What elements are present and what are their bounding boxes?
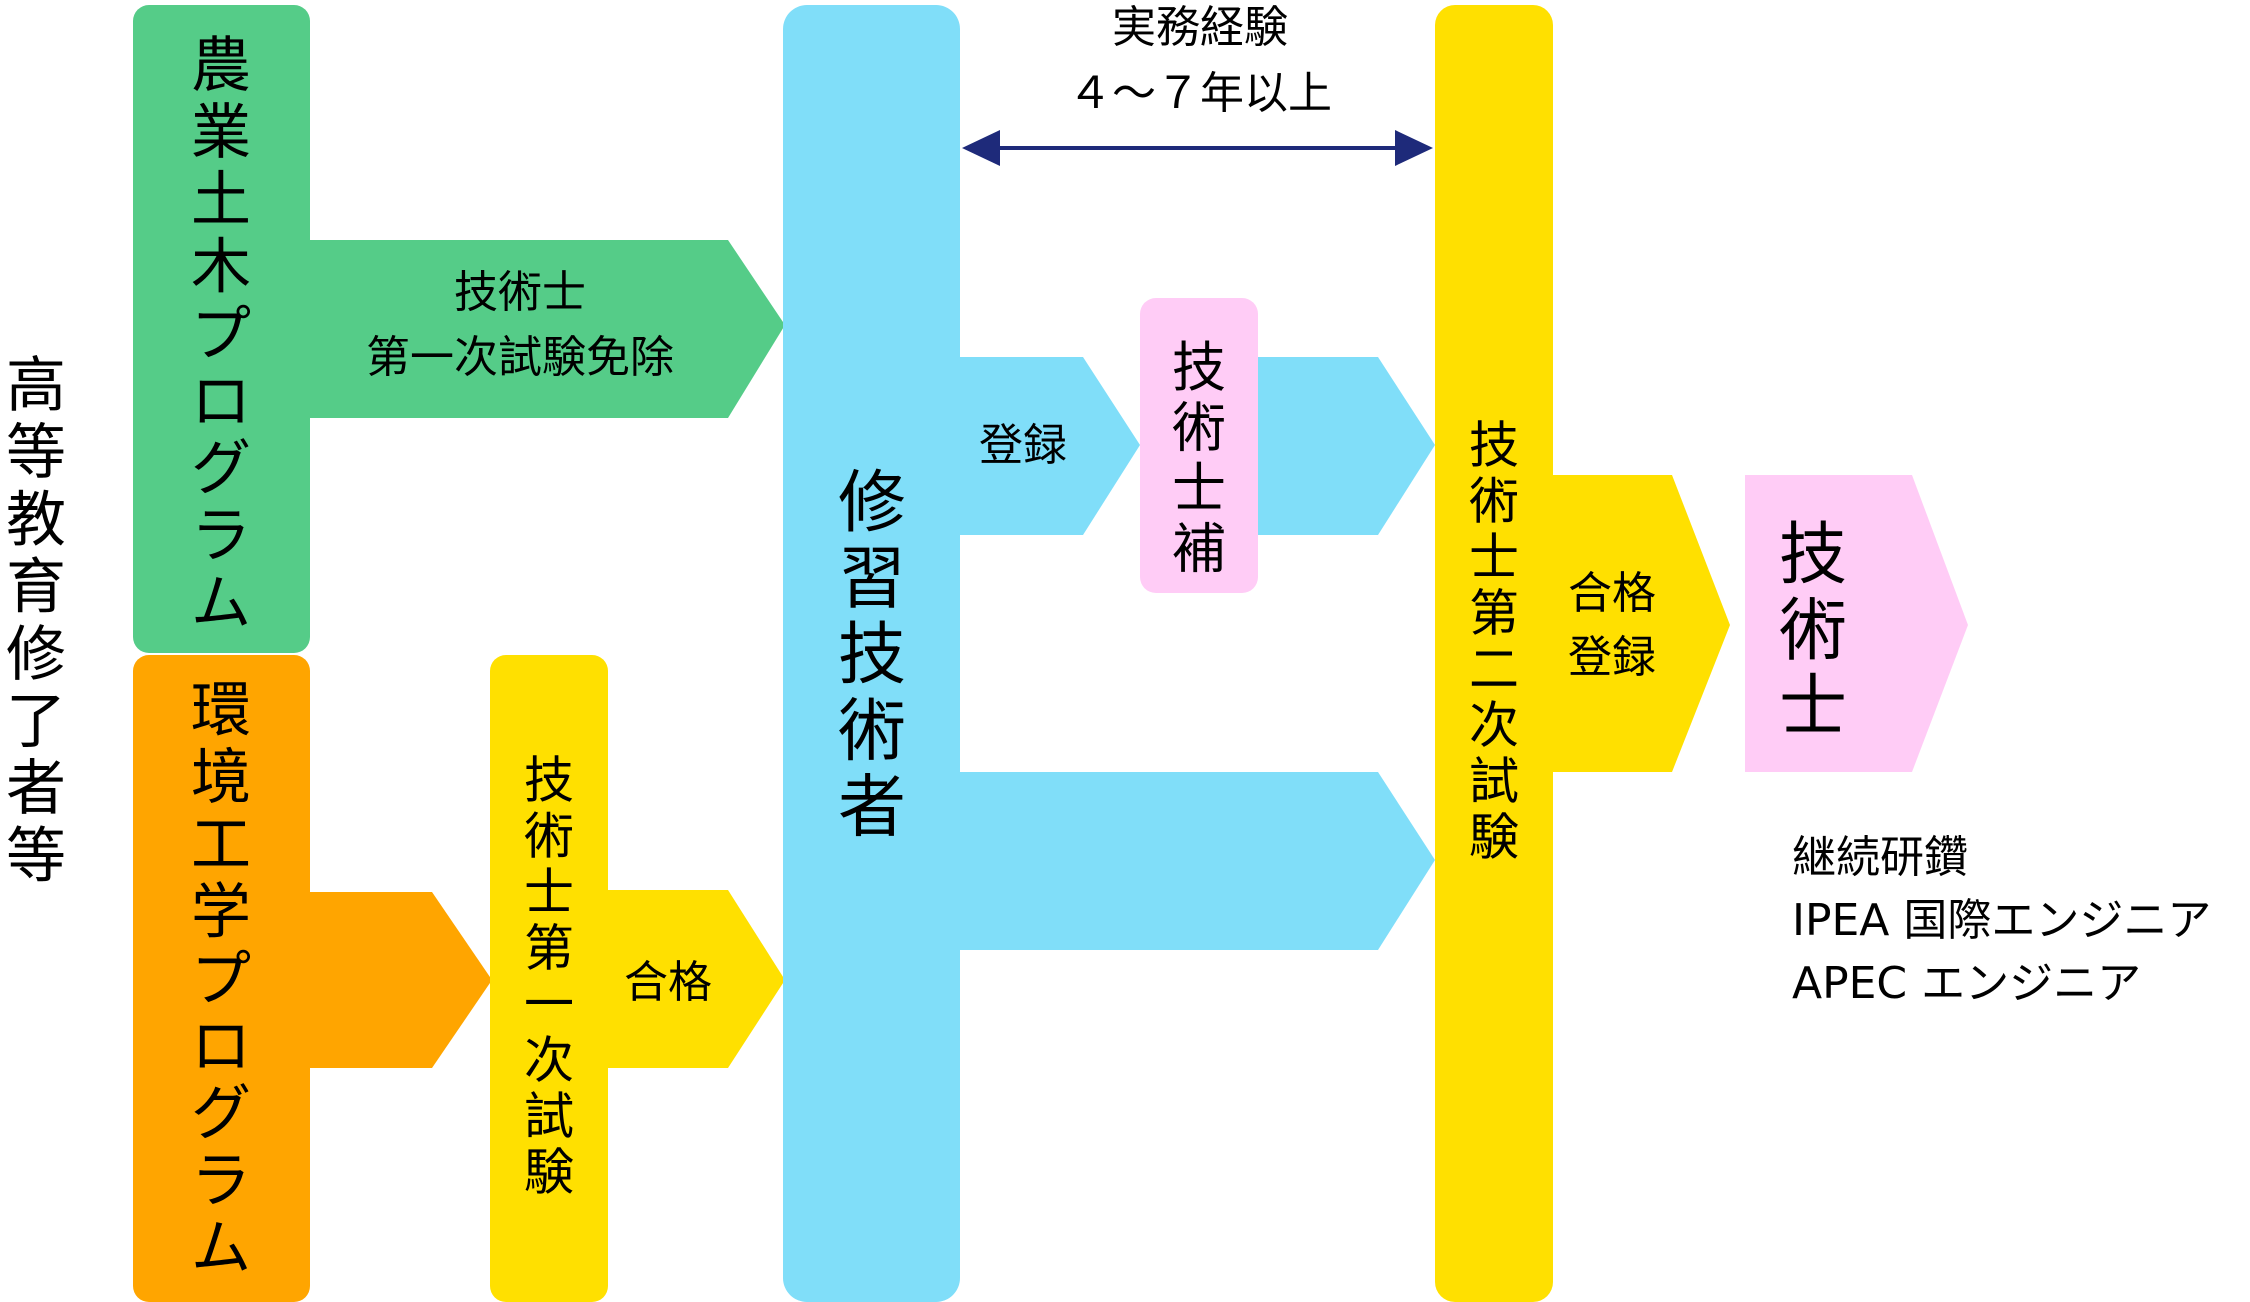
env-program-label: 環境工学プログラム bbox=[191, 676, 251, 1284]
engineer-arrow bbox=[1745, 475, 1968, 772]
trainee-to-second-exam-arrow bbox=[955, 772, 1435, 950]
engineer-label: 技術士 bbox=[1779, 516, 1847, 747]
assistant-to-second-exam-arrow bbox=[1255, 357, 1435, 535]
further-line1: 継続研鑽 bbox=[1792, 832, 1968, 883]
side-label: 高等教育修了者等 bbox=[6, 351, 66, 891]
exemption-arrow bbox=[300, 240, 785, 418]
env-program-bar bbox=[133, 655, 310, 1302]
trainee-label: 修習技術者 bbox=[838, 464, 906, 848]
experience-label-line2: ４～７年以上 bbox=[1068, 68, 1332, 119]
env-program-arrow bbox=[300, 892, 492, 1068]
first-pass-arrow bbox=[600, 890, 785, 1068]
registration-label: 登録 bbox=[979, 420, 1067, 471]
experience-arrow-right-head bbox=[1395, 130, 1433, 166]
first-pass-label: 合格 bbox=[624, 957, 712, 1008]
exemption-label-line2: 第一次試験免除 bbox=[366, 332, 674, 383]
second-pass-arrow bbox=[1553, 475, 1730, 772]
experience-label-line1: 実務経験 bbox=[1112, 2, 1288, 53]
second-result-line1: 合格 bbox=[1568, 568, 1656, 619]
experience-arrow-left-head bbox=[962, 130, 1000, 166]
agri-program-label: 農業土木プログラム bbox=[191, 31, 251, 639]
second-exam-label: 技術士第二次試験 bbox=[1469, 417, 1519, 867]
trainee-bar bbox=[783, 5, 960, 1302]
first-exam-label: 技術士第一次試験 bbox=[524, 752, 574, 1202]
second-result-line2: 登録 bbox=[1568, 632, 1656, 683]
second-exam-bar bbox=[1435, 5, 1553, 1302]
further-line2: IPEA 国際エンジニア bbox=[1792, 895, 2211, 946]
exemption-label-line1: 技術士 bbox=[454, 267, 586, 318]
agri-program-bar bbox=[133, 5, 310, 653]
further-line3: APEC エンジニア bbox=[1792, 958, 2141, 1009]
first-exam-bar bbox=[490, 655, 608, 1302]
assistant-box bbox=[1140, 298, 1258, 593]
assistant-label: 技術士補 bbox=[1172, 336, 1226, 580]
registration-arrow bbox=[955, 357, 1140, 535]
